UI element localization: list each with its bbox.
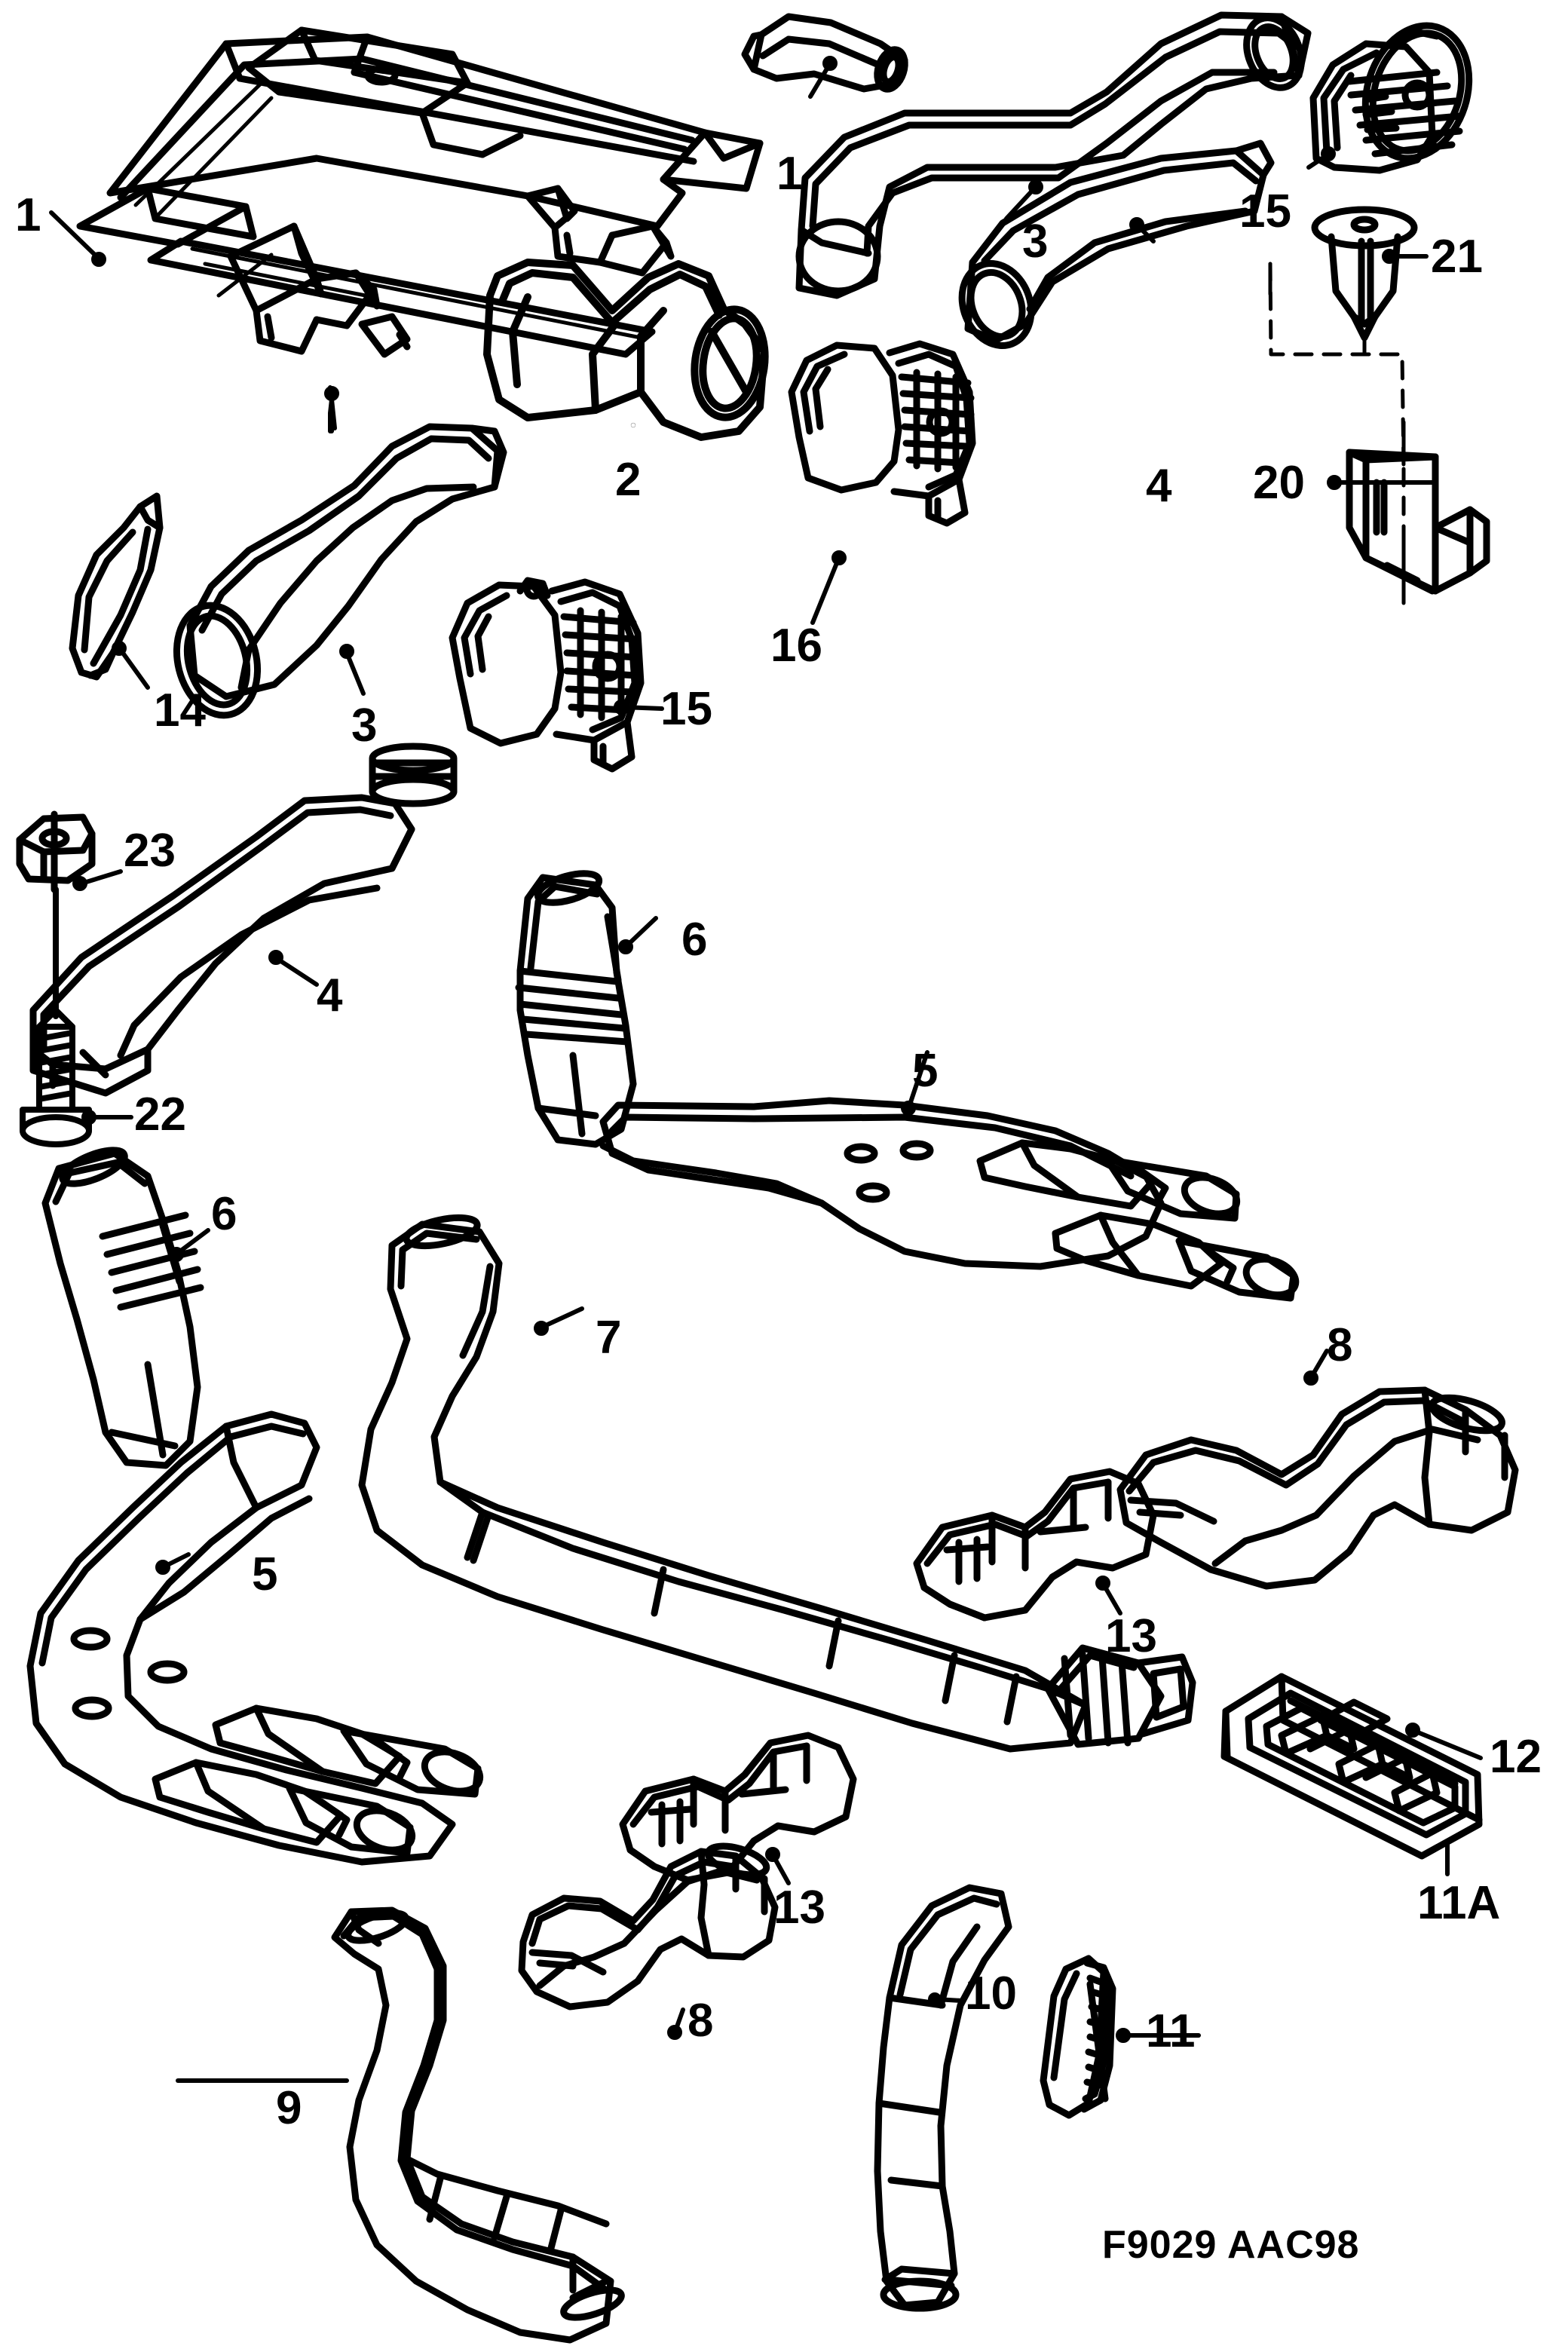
callout-6-upper: 6	[681, 914, 708, 966]
leader-7	[534, 1306, 584, 1336]
leader-10	[928, 1992, 964, 2006]
leader-6-upper	[618, 916, 658, 954]
callout-13-right: 13	[1105, 1610, 1157, 1662]
part-side-window-duct-lower	[29, 743, 458, 1097]
part-long-defroster-duct-top	[795, 11, 1312, 299]
assembly-axis-solid	[1268, 262, 1406, 605]
part-round-louvered-vent-left	[449, 577, 645, 773]
callout-5-lower: 5	[252, 1548, 278, 1600]
part-saddle-duct	[483, 259, 769, 441]
callout-15-left: 15	[660, 683, 712, 735]
leader-11	[1116, 2028, 1201, 2043]
callout-1-top: 1	[776, 148, 803, 200]
part-duct-connector-clip-lower	[619, 1732, 857, 1884]
leader-22	[81, 1110, 133, 1125]
part-b-pillar-duct	[874, 1884, 1012, 2312]
callout-22: 22	[134, 1089, 186, 1141]
leader-13-right	[1095, 1576, 1122, 1615]
part-cage-nut-plate	[16, 810, 96, 893]
callout-8-bottom: 8	[688, 1995, 714, 2047]
part-flexible-corrugated-duct-upper	[515, 870, 637, 1148]
part-beam-brackets	[76, 26, 764, 358]
leader-8-right	[1303, 1349, 1329, 1386]
leader-4-right	[1129, 217, 1156, 243]
callout-23: 23	[124, 825, 176, 877]
callout-9: 9	[276, 2082, 302, 2134]
leader-12	[1405, 1723, 1483, 1760]
part-round-louvered-vent-center	[788, 340, 976, 527]
leader-8-bottom	[667, 2007, 685, 2040]
part-oval-louvered-vent-right	[1309, 22, 1473, 174]
leader-20	[1327, 475, 1435, 490]
part-floor-distribution-plate-upper	[599, 1097, 1300, 1302]
leader-5-lower	[155, 1552, 191, 1575]
callout-21: 21	[1431, 231, 1483, 283]
callout-12: 12	[1490, 1731, 1542, 1783]
callout-1-left: 1	[15, 189, 41, 241]
part-rectangular-louvered-grille	[1220, 1673, 1483, 1860]
figure-code: F9029 AAC98	[1102, 2223, 1360, 2267]
part-side-window-duct-right	[958, 139, 1275, 349]
leader-14	[112, 641, 150, 690]
part-rear-seat-duct	[331, 1906, 625, 2344]
callout-16: 16	[770, 620, 822, 672]
part-tapered-nozzle-duct	[69, 492, 164, 681]
callout-4-right: 4	[1146, 460, 1172, 512]
part-short-elbow-duct-top	[741, 13, 908, 93]
part-small-oval-grille	[1040, 1955, 1116, 2119]
callout-2: 2	[615, 454, 642, 506]
part-rear-floor-duct-bottom	[518, 1842, 779, 2011]
part-dashboard-defroster-beam	[106, 33, 709, 230]
callout-13-lower: 13	[773, 1882, 825, 1934]
callout-15-right: 15	[1239, 185, 1291, 237]
callout-4-lower: 4	[317, 969, 343, 1021]
callout-11: 11	[1146, 2005, 1196, 2057]
leader-15-right	[1306, 146, 1336, 170]
leader-15-left	[614, 700, 664, 715]
callout-5-upper: 5	[912, 1045, 939, 1097]
part-mounting-bracket	[1346, 449, 1490, 595]
leader-1-top	[808, 56, 838, 99]
leader-5-upper	[901, 1050, 929, 1116]
callout-3-top: 3	[1022, 216, 1049, 268]
part-duct-connector-clip-right	[913, 1468, 1157, 1622]
leader-1-left	[49, 210, 106, 267]
part-flexible-corrugated-duct-lower	[41, 1147, 204, 1469]
leader-16	[810, 550, 847, 625]
leader-23	[72, 869, 123, 891]
callout-14: 14	[154, 684, 206, 737]
part-long-defroster-duct-left	[173, 423, 507, 719]
callout-11A: 11A	[1417, 1877, 1501, 1929]
part-center-console-duct	[358, 1214, 1196, 1753]
callout-3-left: 3	[351, 700, 378, 752]
callout-20: 20	[1253, 457, 1305, 509]
leader-6-lower	[169, 1228, 210, 1262]
part-beam-detail-ribs	[133, 82, 656, 358]
part-floor-distribution-plate-lower	[26, 1410, 484, 1866]
callout-6-lower: 6	[211, 1188, 237, 1240]
leader-21	[1382, 249, 1429, 264]
leader-4-lower	[268, 950, 319, 987]
callout-10: 10	[965, 1968, 1017, 2020]
callout-7: 7	[596, 1312, 622, 1364]
leader-2-pointer	[324, 386, 339, 432]
leader-13-lower	[765, 1847, 791, 1885]
callout-8-right: 8	[1327, 1319, 1353, 1371]
leader-3-left	[339, 644, 366, 696]
leader-3-top	[1004, 179, 1043, 221]
